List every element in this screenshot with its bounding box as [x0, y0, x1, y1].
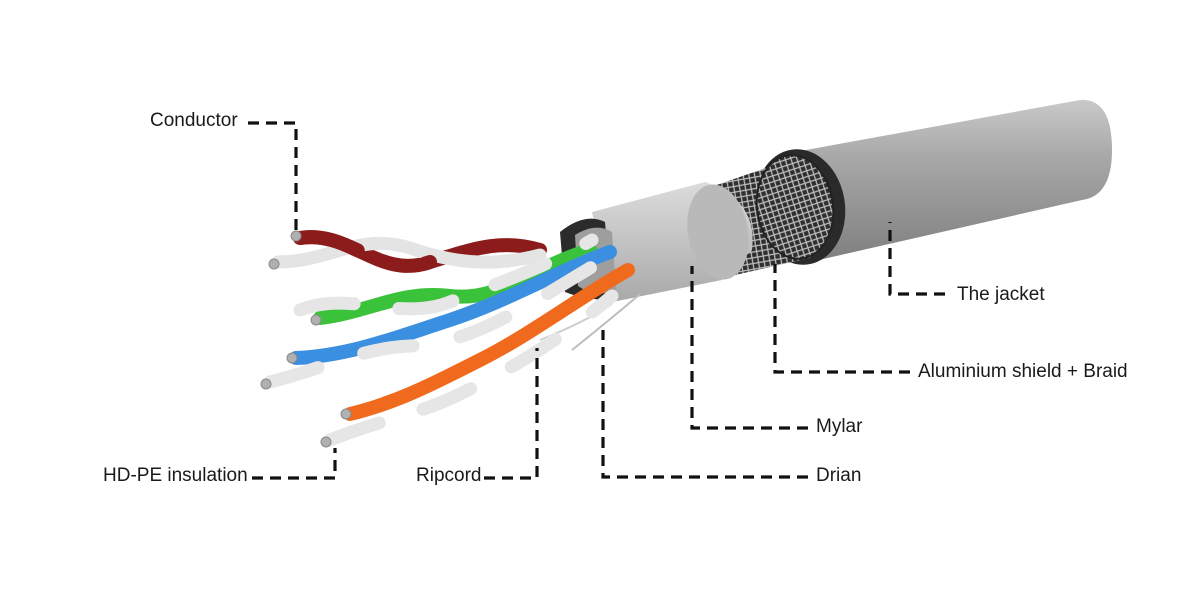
- leader-drain: [601, 330, 808, 479]
- leader-jacket: [888, 222, 945, 296]
- pair-blue: [263, 245, 617, 389]
- pair-brown: [271, 230, 547, 273]
- leader-lines: [248, 121, 945, 480]
- label-ripcord: Ripcord: [416, 465, 482, 486]
- label-drain: Drian: [816, 465, 862, 486]
- pair-orange: [323, 263, 635, 447]
- label-insulation: HD-PE insulation: [103, 465, 248, 486]
- leader-mylar: [690, 266, 808, 430]
- label-jacket: The jacket: [957, 284, 1045, 305]
- label-conductor: Conductor: [150, 110, 238, 131]
- label-mylar: Mylar: [816, 416, 863, 437]
- label-shield: Aluminium shield + Braid: [918, 361, 1128, 382]
- pair-green: [293, 233, 599, 325]
- leader-insulation: [252, 448, 337, 480]
- leader-shield: [773, 264, 910, 374]
- leader-conductor: [248, 121, 298, 232]
- conductor-tips: [260, 230, 352, 448]
